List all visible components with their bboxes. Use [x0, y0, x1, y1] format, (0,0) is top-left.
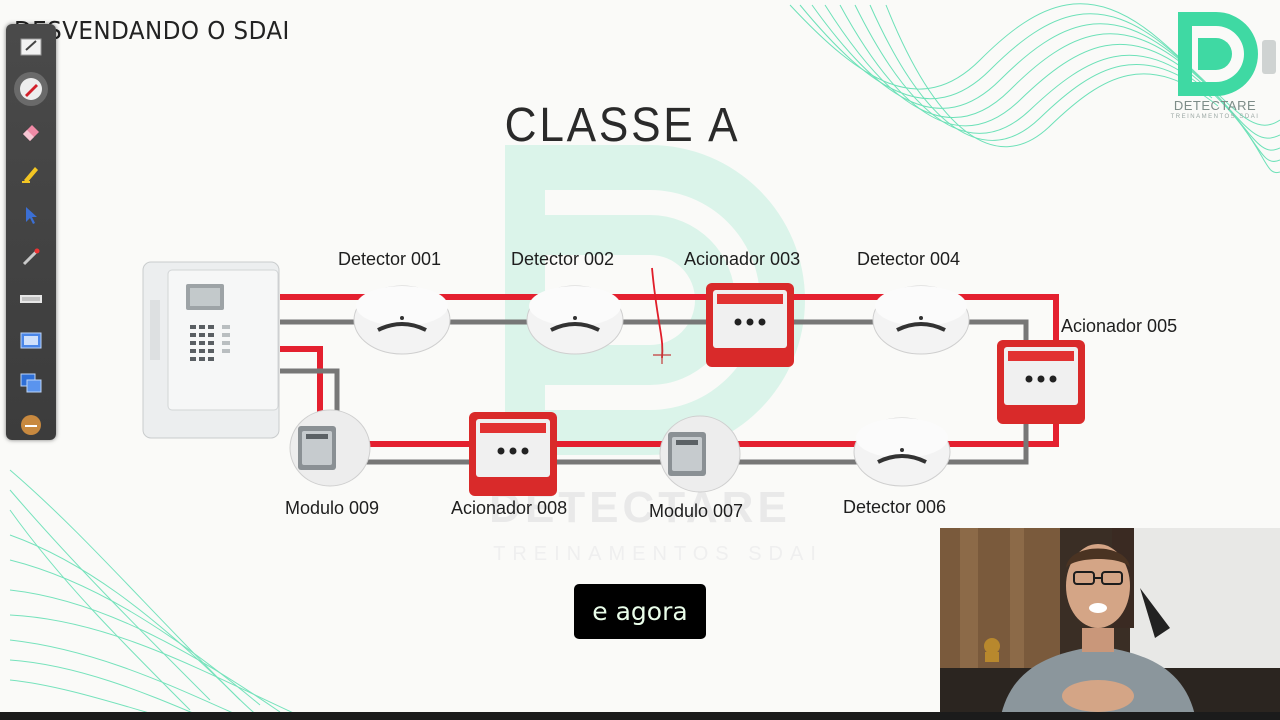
webcam-overlay	[940, 528, 1280, 720]
slide-header: DESVENDANDO O SDAI	[14, 16, 290, 45]
modulo-007-device	[659, 415, 741, 493]
label-detector-004: Detector 004	[857, 249, 961, 269]
logo-name: DETECTARE	[1173, 98, 1257, 113]
screen-capture-tool[interactable]	[14, 366, 48, 400]
acionador-005-device	[997, 340, 1085, 424]
label-acionador-005: Acionador 005	[1061, 316, 1178, 336]
detector-002-device	[526, 285, 624, 355]
bottom-wave-decoration	[9, 469, 320, 720]
keyboard-tool[interactable]	[14, 282, 48, 316]
acionador-008-device	[469, 412, 557, 496]
label-acionador-003: Acionador 003	[684, 249, 801, 269]
pointer-icon	[26, 207, 37, 224]
highlighter-tool[interactable]	[14, 156, 48, 190]
label-acionador-008: Acionador 008	[451, 498, 568, 518]
acionador-003-device	[706, 283, 794, 367]
slide-title: CLASSE A	[504, 99, 741, 152]
label-detector-001: Detector 001	[338, 249, 442, 269]
presenter-video	[940, 528, 1280, 720]
detector-004-device	[872, 285, 970, 355]
label-detector-006: Detector 006	[843, 497, 947, 517]
eraser-tool[interactable]	[14, 114, 48, 148]
menu-icon	[21, 415, 41, 435]
watermark-logo	[505, 145, 805, 455]
laser-pointer-tool[interactable]	[14, 240, 48, 274]
keyboard-icon	[20, 295, 42, 303]
pen-icon	[20, 78, 42, 100]
detector-001-device	[353, 285, 451, 355]
whiteboard-tool[interactable]	[14, 30, 48, 64]
screen-icon	[20, 332, 42, 349]
pen-cursor	[653, 346, 671, 364]
pen-tool[interactable]	[14, 72, 48, 106]
menu-tool[interactable]	[14, 408, 48, 442]
fullscreen-toggle[interactable]	[1262, 40, 1276, 74]
label-modulo-009: Modulo 009	[285, 498, 380, 518]
watermark-subtitle: TREINAMENTOS SDAI	[493, 543, 823, 565]
top-wave-decoration	[789, 3, 1280, 174]
subtitle-caption: e agora	[574, 584, 706, 639]
label-modulo-007: Modulo 007	[649, 501, 744, 521]
modulo-009-device	[289, 409, 371, 487]
logo-subtitle: TREINAMENTOS SDAI	[1170, 114, 1260, 120]
whiteboard-icon	[20, 38, 42, 56]
fire-alarm-panel	[142, 261, 280, 439]
highlighter-icon	[22, 167, 38, 183]
detector-006-device	[853, 417, 951, 487]
laser-pointer-icon	[22, 248, 40, 266]
screen-tool[interactable]	[14, 324, 48, 358]
label-detector-002: Detector 002	[511, 249, 615, 269]
eraser-icon	[23, 125, 39, 141]
player-bottom-bar	[0, 712, 1280, 720]
screen-capture-icon	[20, 373, 42, 393]
pointer-tool[interactable]	[14, 198, 48, 232]
detectare-logo-icon	[1178, 12, 1258, 96]
annotation-toolbar	[6, 24, 56, 440]
